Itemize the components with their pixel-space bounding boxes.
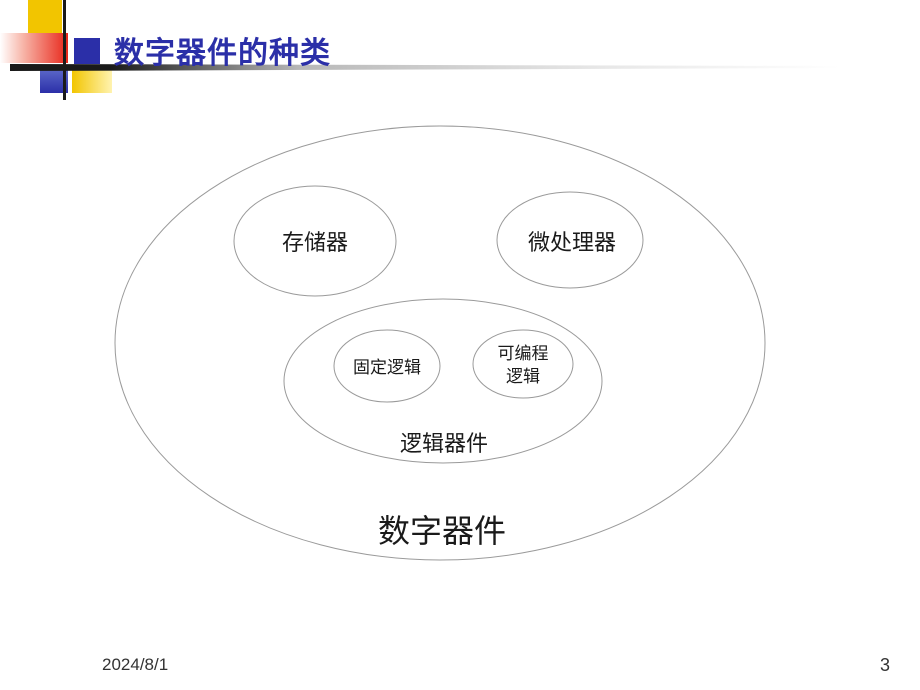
logic-devices-ellipse (283, 298, 603, 464)
programmable-logic-ellipse (472, 329, 574, 399)
microprocessor-ellipse (496, 191, 644, 289)
programmable-logic-label-line2: 逻辑 (506, 367, 540, 387)
programmable-logic-label-line1: 可编程 (498, 344, 549, 364)
slide-title: 数字器件的种类 (114, 36, 331, 71)
decor-red-bar (0, 33, 68, 63)
microprocessor-label: 微处理器 (528, 231, 616, 256)
decor-blue-square (74, 38, 100, 64)
decor-blue-square-lower (40, 70, 68, 93)
memory-ellipse (233, 185, 397, 297)
decor-vertical-line (63, 0, 66, 100)
logic-devices-label: 逻辑器件 (400, 432, 488, 457)
footer-date: 2024/8/1 (102, 655, 169, 674)
fixed-logic-label: 固定逻辑 (353, 358, 421, 378)
decor-yellow-bar-lower (72, 70, 112, 93)
title-underline (10, 64, 840, 71)
digital-devices-label: 数字器件 (378, 512, 506, 550)
memory-label: 存储器 (282, 231, 348, 256)
outer-ellipse-digital-devices (114, 125, 766, 561)
decor-yellow-square (28, 0, 62, 33)
page-number: 3 (880, 655, 891, 675)
fixed-logic-ellipse (333, 329, 441, 403)
